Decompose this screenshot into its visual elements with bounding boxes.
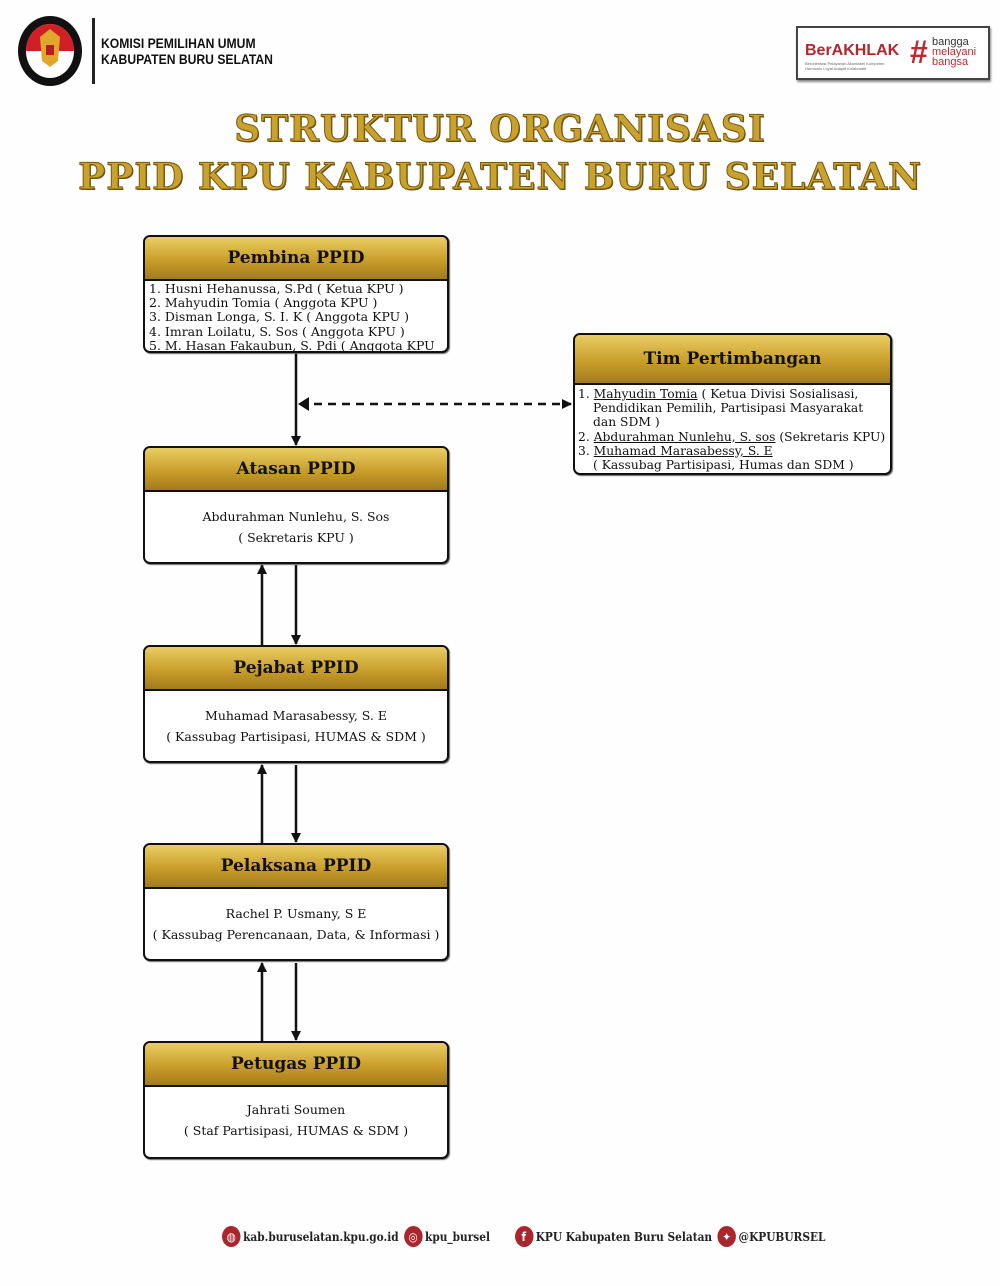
list-item: 1. Husni Hehanussa, S.Pd ( Ketua KPU ) xyxy=(149,281,404,296)
list-item: 2. Abdurahman Nunlehu, S. sos (Sekretari… xyxy=(578,430,887,444)
person-role: ( Kassubag Partisipasi, HUMAS & SDM ) xyxy=(166,729,426,744)
box-title: Pelaksana PPID xyxy=(145,845,447,889)
member-role: ( Ketua Divisi Sosialisasi, xyxy=(697,387,859,401)
facebook-text: KPU Kabupaten Buru Selatan xyxy=(535,1229,713,1244)
facebook-icon: f xyxy=(514,1226,534,1247)
box-title: Tim Pertimbangan xyxy=(575,335,890,385)
twitter-text: @KPUBURSEL xyxy=(738,1229,826,1244)
person-name: Muhamad Marasabessy, S. E xyxy=(205,708,387,723)
arrowhead-left xyxy=(298,397,309,411)
header-divider xyxy=(92,18,95,84)
member-name: Muhamad Marasabessy, S. E xyxy=(593,443,773,458)
member-role-cont: dan SDM ) xyxy=(593,415,660,430)
member-name: Abdurahman Nunlehu, S. sos xyxy=(593,429,776,444)
list-item: 4. Imran Loilatu, S. Sos ( Anggota KPU ) xyxy=(149,323,405,339)
person-role: ( Staf Partisipasi, HUMAS & SDM ) xyxy=(183,1123,409,1138)
list-item: 2. Mahyudin Tomia ( Anggota KPU ) xyxy=(149,295,378,311)
box-pejabat-ppid: Pejabat PPID Muhamad Marasabessy, S. E ( … xyxy=(143,645,449,763)
list-item: 5. M. Hasan Fakaubun, S. Pdi ( Anggota K… xyxy=(149,337,435,353)
berakhlak-subtitle: Berorientasi Pelayanan Akuntabel Kompete… xyxy=(805,61,885,71)
globe-icon: ◍ xyxy=(222,1226,241,1247)
box-title: Pejabat PPID xyxy=(145,647,447,691)
instagram-text: kpu_bursel xyxy=(425,1229,490,1244)
member-role: (Sekretaris KPU) xyxy=(775,429,886,444)
box-pembina-ppid: Pembina PPID 1. Husni Hehanussa, S.Pd ( … xyxy=(143,235,449,353)
member-role-cont: Pendidikan Pemilih, Partisipasi Masyarak… xyxy=(593,401,864,416)
tagline-word: bangsa xyxy=(932,56,969,68)
person-name: Rachel P. Usmany, S E xyxy=(225,906,367,921)
member-name: Mahyudin Tomia xyxy=(593,387,698,401)
kpu-logo xyxy=(18,16,82,86)
person-role: ( Kassubag Perencanaan, Data, & Informas… xyxy=(152,927,440,942)
box-pelaksana-ppid: Pelaksana PPID Rachel P. Usmany, S E ( Ka… xyxy=(143,843,449,961)
hashtag-icon: # xyxy=(910,34,928,70)
box-tim-pertimbangan: Tim Pertimbangan 1. Mahyudin Tomia ( Ket… xyxy=(573,333,892,475)
list-item: 1. Mahyudin Tomia ( Ketua Divisi Sosiali… xyxy=(578,387,887,430)
box-title: Pembina PPID xyxy=(145,237,447,281)
list-item: 3. Muhamad Marasabessy, S. E ( Kassubag … xyxy=(578,444,887,472)
instagram-icon: ◎ xyxy=(403,1226,423,1247)
person-name: Jahrati Soumen xyxy=(246,1102,346,1117)
list-item: 3. Disman Longa, S. I. K ( Anggota KPU ) xyxy=(149,309,410,325)
tagline: bangga melayani bangsa xyxy=(932,36,977,68)
footer-contacts: ◍kab.buruselatan.kpu.go.id ◎kpu_bursel f… xyxy=(222,1226,831,1247)
footer-instagram[interactable]: ◎kpu_bursel xyxy=(403,1226,490,1247)
org-name-line2: KABUPATEN BURU SELATAN xyxy=(101,52,273,67)
page-title-line1: STRUKTUR ORGANISASI xyxy=(234,108,766,151)
member-role-cont: ( Kassubag Partisipasi, Humas dan SDM ) xyxy=(593,458,854,473)
tagline-word: melayani xyxy=(932,46,977,58)
item-number: 1. xyxy=(578,387,590,401)
box-title: Atasan PPID xyxy=(145,448,447,492)
person-name: Abdurahman Nunlehu, S. Sos xyxy=(202,509,390,524)
berakhlak-badge: BerAKHLAK Berorientasi Pelayanan Akuntab… xyxy=(796,26,990,80)
box-petugas-ppid: Petugas PPID Jahrati Soumen ( Staf Partis… xyxy=(143,1041,449,1159)
twitter-icon: ✦ xyxy=(717,1226,736,1247)
box-atasan-ppid: Atasan PPID Abdurahman Nunlehu, S. Sos ( … xyxy=(143,446,449,564)
page-title-line2: PPID KPU KABUPATEN BURU SELATAN xyxy=(78,156,922,199)
item-number: 3. xyxy=(578,443,590,458)
footer-twitter[interactable]: ✦@KPUBURSEL xyxy=(717,1226,825,1247)
org-name-line1: KOMISI PEMILIHAN UMUM xyxy=(101,36,256,51)
tagline-word: bangga xyxy=(932,36,969,48)
item-number: 2. xyxy=(578,429,590,444)
org-name: KOMISI PEMILIHAN UMUM KABUPATEN BURU SEL… xyxy=(101,36,273,68)
member-list: 1. Husni Hehanussa, S.Pd ( Ketua KPU ) 2… xyxy=(145,281,447,353)
box-title: Petugas PPID xyxy=(145,1043,447,1087)
footer-website[interactable]: ◍kab.buruselatan.kpu.go.id xyxy=(222,1226,399,1247)
website-text: kab.buruselatan.kpu.go.id xyxy=(243,1229,399,1244)
berakhlak-logo: BerAKHLAK xyxy=(805,42,900,59)
member-list: 1. Mahyudin Tomia ( Ketua Divisi Sosiali… xyxy=(575,385,890,473)
person-role: ( Sekretaris KPU ) xyxy=(238,530,354,545)
